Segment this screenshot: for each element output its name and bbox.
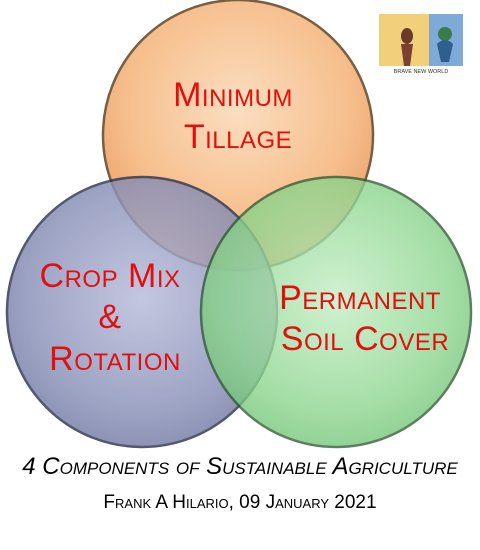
label-rotation: Rotation: [49, 340, 181, 378]
logo-text: BRAVE NEW WORLD: [394, 69, 449, 75]
caption-title: 4 Components of Sustainable Agriculture: [22, 453, 458, 480]
svg-text:Crop Mix & Rotation: Crop Mix & Rotation: [40, 257, 191, 378]
label-soil-cover: Soil Cover: [281, 320, 449, 358]
label-crop-mix: Crop Mix: [40, 257, 181, 295]
svg-text:Minimum Tillage: Minimum Tillage: [173, 76, 303, 156]
circle-permanent-soil-cover: [199, 175, 473, 449]
svg-text:Permanent Soil Cover: Permanent Soil Cover: [279, 279, 451, 358]
label-ampersand: &: [98, 298, 121, 336]
label-tillage: Tillage: [184, 118, 292, 156]
caption-author: Frank A Hilario, 09 January 2021: [103, 492, 377, 513]
label-minimum: Minimum: [173, 76, 293, 114]
brave-new-world-logo: BRAVE NEW WORLD: [379, 14, 463, 76]
label-permanent: Permanent: [279, 279, 441, 317]
